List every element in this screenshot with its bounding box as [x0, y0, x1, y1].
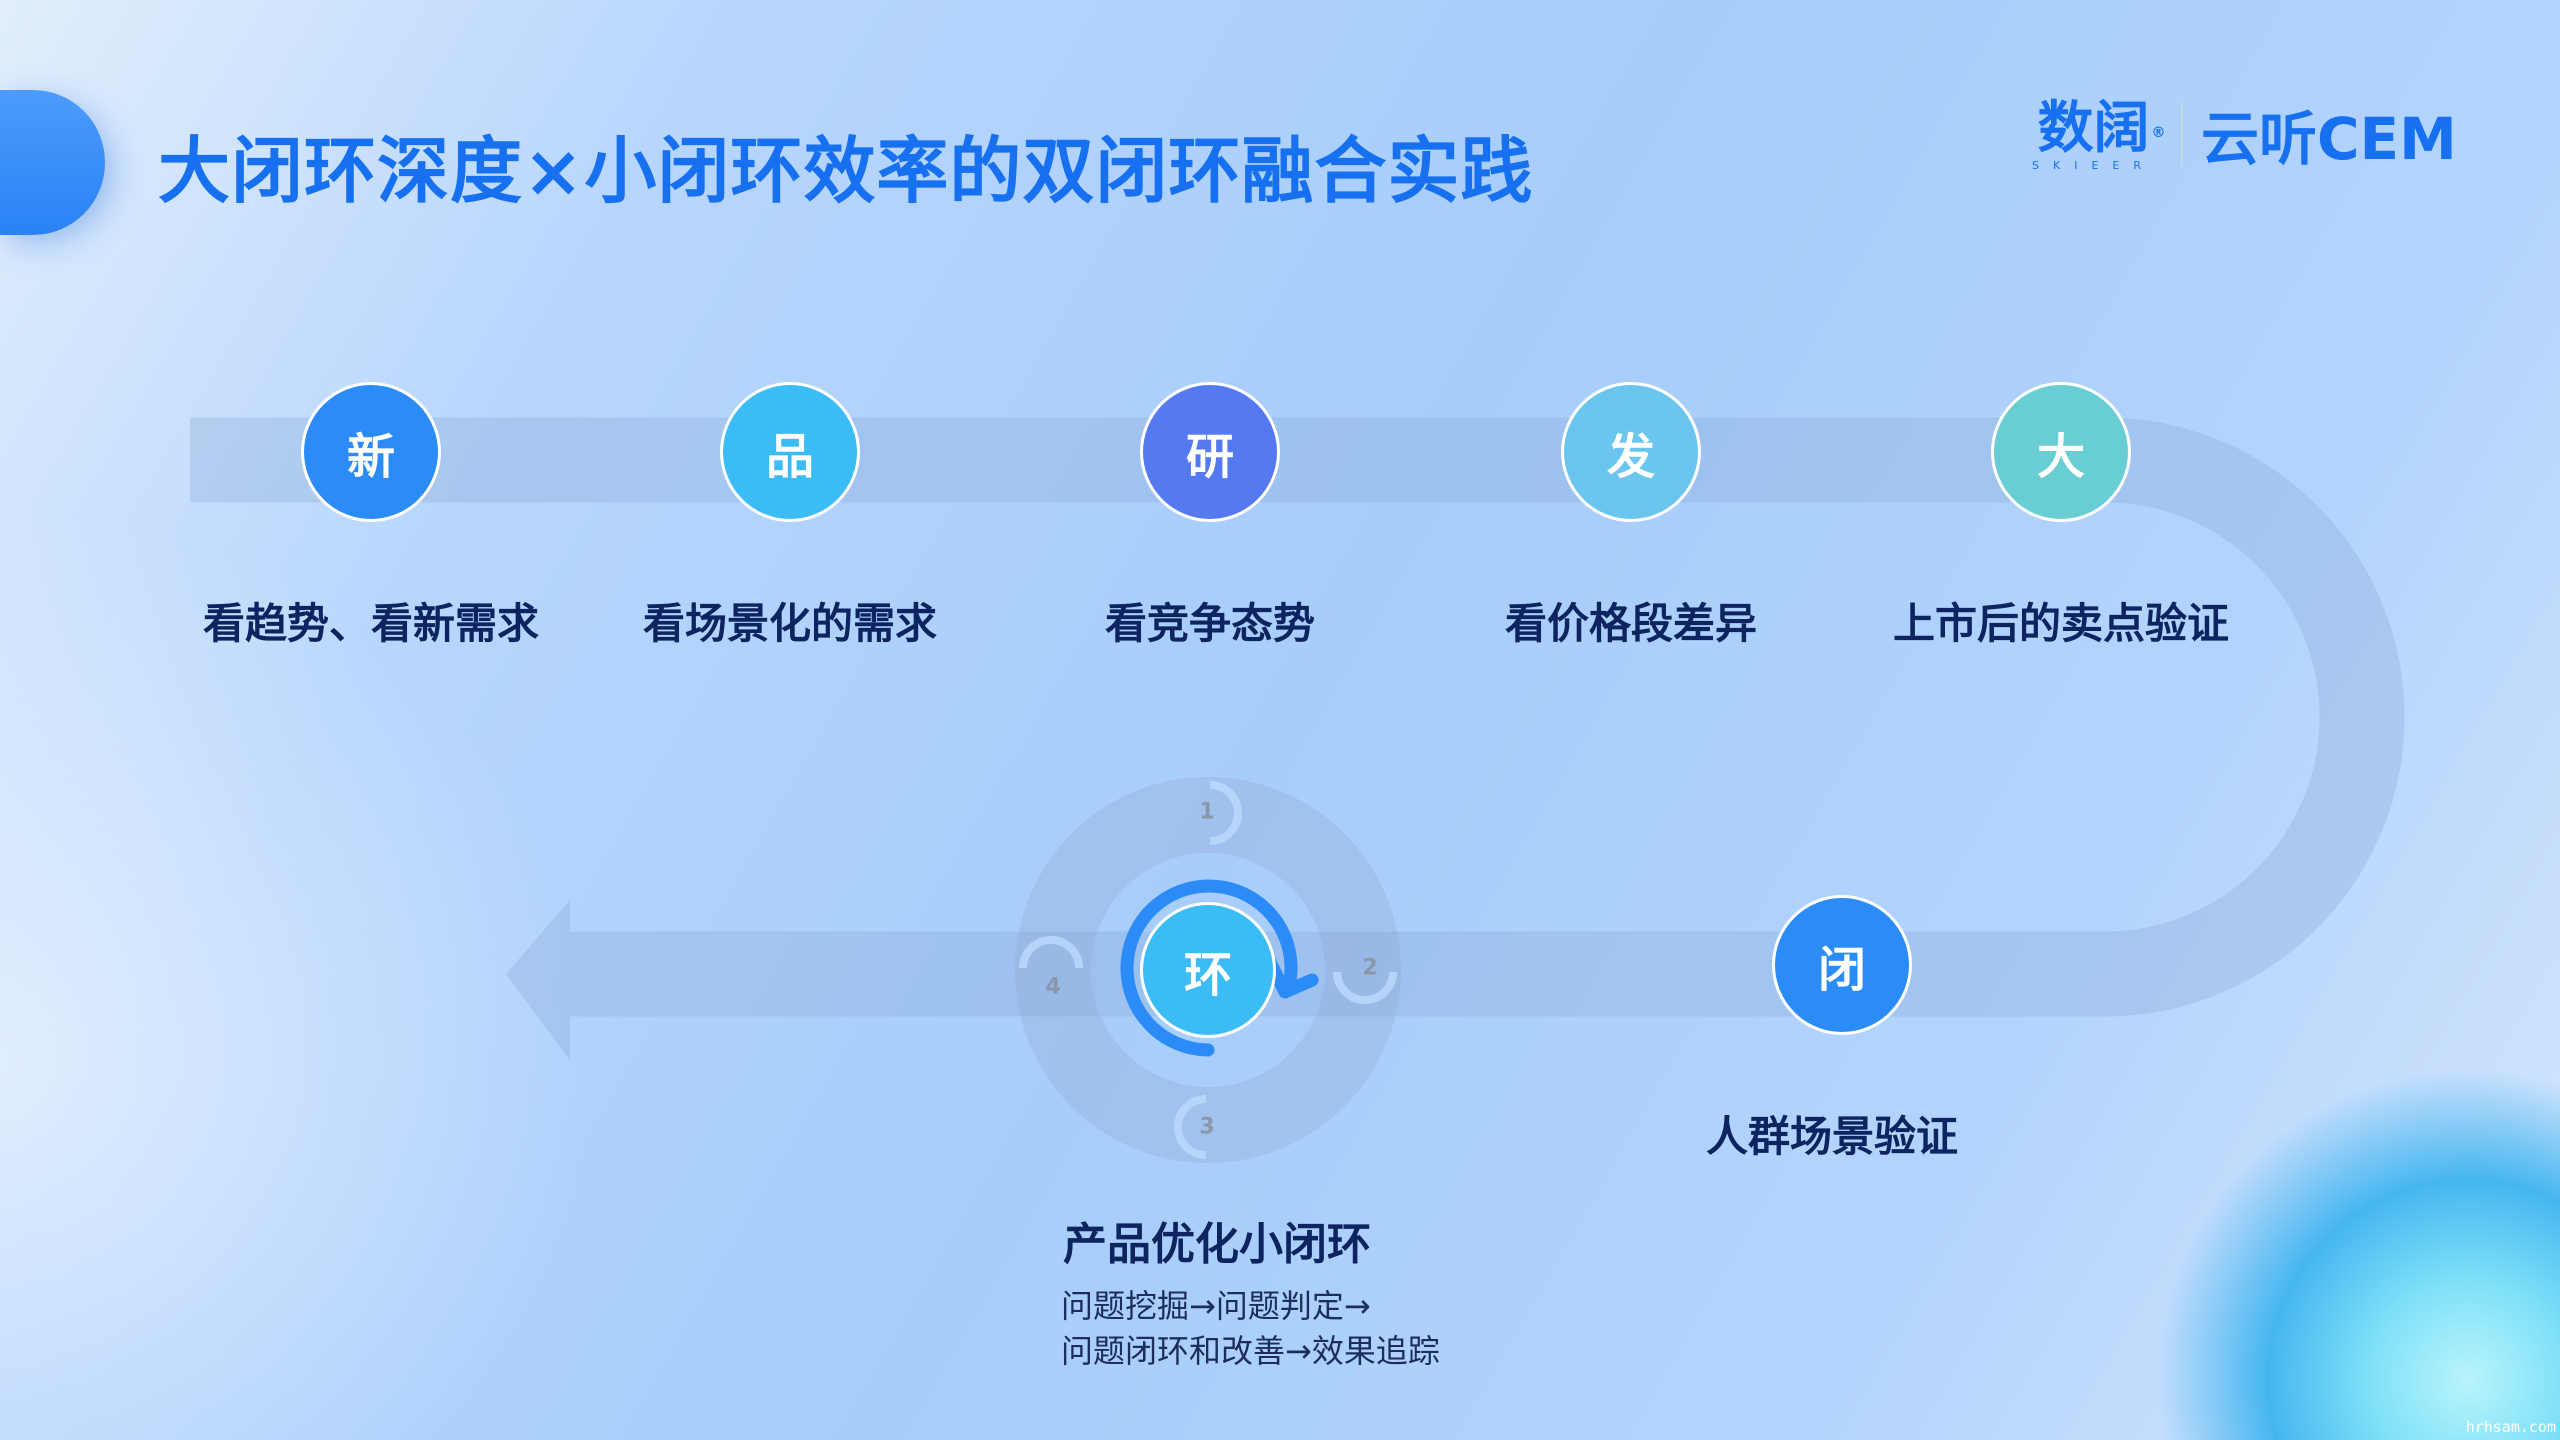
- registered-mark: ®: [2151, 124, 2166, 141]
- logo-brand-en: SKIEER: [2032, 158, 2155, 172]
- ring-segment-separators: [1019, 781, 1397, 1159]
- node-4: 大: [1991, 382, 2131, 522]
- arrow-head-icon: [506, 900, 570, 1060]
- node-3: 发: [1561, 382, 1701, 522]
- corner-glow: [2100, 1040, 2560, 1440]
- node-small-loop: 环: [1140, 902, 1276, 1038]
- page-title: 大闭环深度×小闭环效率的双闭环融合实践: [158, 129, 1534, 213]
- node-close: 闭: [1772, 895, 1912, 1035]
- node-label-1: 看场景化的需求: [642, 599, 938, 648]
- node-1: 品: [720, 382, 860, 522]
- step-2: 2: [1362, 955, 1378, 981]
- node-label-2: 看竞争态势: [1104, 599, 1316, 648]
- background-glow: [0, 500, 600, 1440]
- node-label-4: 上市后的卖点验证: [1892, 599, 2230, 648]
- node-2: 研: [1140, 382, 1280, 522]
- node-label-0: 看趋势、看新需求: [202, 599, 540, 648]
- skieer-logo: 数阔® SKIEER: [2032, 95, 2165, 172]
- logo-brand-cn: 数阔: [2037, 95, 2150, 161]
- step-3: 3: [1199, 1114, 1215, 1140]
- small-loop-desc-2: 问题闭环和改善→效果追踪: [1061, 1332, 1440, 1370]
- step-4: 4: [1045, 974, 1061, 1000]
- close-node-label: 人群场景验证: [1705, 1112, 1959, 1161]
- watermark: hrhsam.com: [2465, 1418, 2556, 1436]
- logo-divider: [2180, 102, 2183, 166]
- logo-product: 云听CEM: [2200, 105, 2457, 173]
- small-loop-desc-1: 问题挖掘→问题判定→: [1061, 1287, 1371, 1325]
- cycle-arrow-icon: [1120, 879, 1298, 1057]
- big-loop-band: [190, 417, 2405, 1017]
- step-1: 1: [1199, 799, 1215, 825]
- node-label-3: 看价格段差异: [1504, 599, 1758, 648]
- small-loop-title: 产品优化小闭环: [1063, 1219, 1371, 1270]
- node-0: 新: [301, 382, 441, 522]
- brand-logo: 数阔® SKIEER 云听CEM: [2032, 92, 2457, 176]
- small-loop-ring: [1015, 777, 1401, 1163]
